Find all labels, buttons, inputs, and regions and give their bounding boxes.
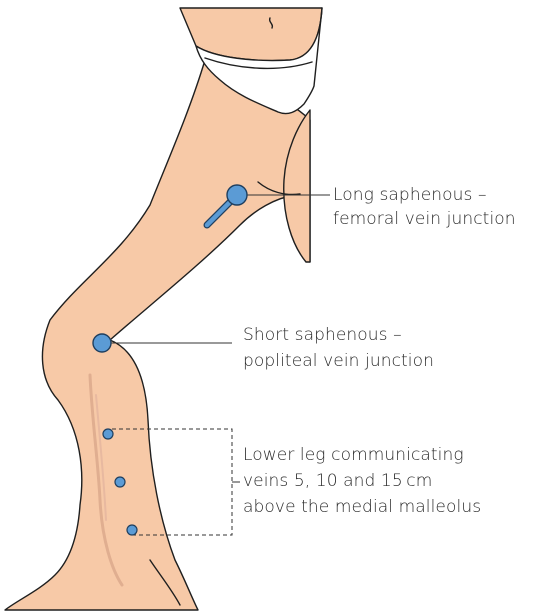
long-saphenous-femoral-junction-marker [227,185,247,205]
short-saphenous-popliteal-junction-marker [93,334,111,352]
communicating-vein-10cm-marker [115,477,125,487]
short-saphenous-label-line2: popliteal vein junction [243,351,434,371]
communicating-vein-5cm-marker [127,525,137,535]
long-saphenous-label-line2: femoral vein junction [333,209,516,229]
long-saphenous-label-line1: Long saphenous – [333,185,487,205]
communicating-label-line1: Lower leg communicating [243,445,464,465]
short-saphenous-label-line1: Short saphenous – [243,325,402,345]
communicating-label-line2: veins 5, 10 and 15 cm [243,471,432,491]
communicating-vein-15cm-marker [103,429,113,439]
communicating-label-line3: above the medial malleolus [243,497,481,517]
